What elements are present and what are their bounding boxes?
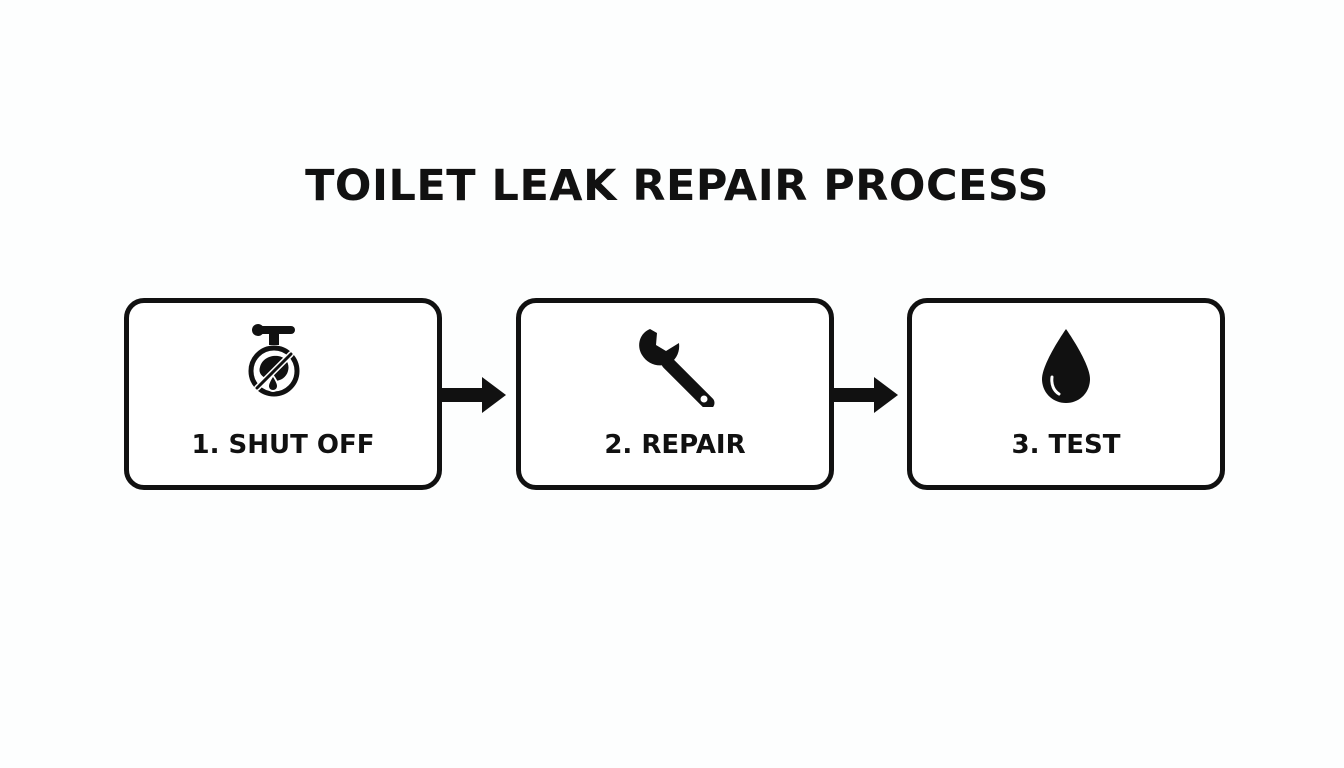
wrench-icon (521, 323, 829, 423)
water-drop-icon (912, 323, 1220, 423)
step-label-test: 3. TEST (1011, 430, 1121, 460)
arrow-right-icon (438, 377, 506, 413)
step-label-shut-off: 1. SHUT OFF (191, 430, 375, 460)
step-repair: 2. REPAIR (516, 298, 834, 490)
arrow-right-icon (830, 377, 898, 413)
step-shut-off: 1. SHUT OFF (124, 298, 442, 490)
step-test: 3. TEST (907, 298, 1225, 490)
step-label-repair: 2. REPAIR (604, 430, 746, 460)
diagram-title: TOILET LEAK REPAIR PROCESS (305, 161, 1049, 211)
shutoff-valve-icon (129, 323, 437, 423)
